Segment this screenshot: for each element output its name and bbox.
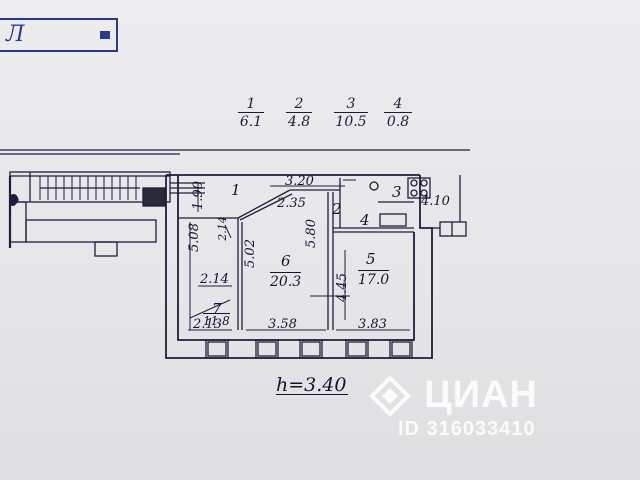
dimension-lines [188,179,410,331]
legend-room-area: 4.8 [287,114,311,130]
dim-2-13: 2.13 [193,317,222,332]
legend-item-1: 1 6.1 [238,96,264,131]
room-5-number: 5 [366,250,376,268]
stamp-mark [100,31,110,39]
stamp-box: Л [0,18,118,52]
room-7-area: 11.8 [203,313,230,328]
dim-3-20: 3.20 [285,174,314,189]
room-7-number: 7 [212,300,222,318]
legend-item-4: 4 0.8 [384,96,412,131]
legend-room-number: 2 [286,96,312,113]
interior-walls [178,175,467,330]
legend-room-area: 0.8 [386,114,410,130]
bottom-windows [205,339,413,359]
stairwell [8,171,171,257]
room-2-number: 2 [332,200,342,218]
legend-item-3: 3 10.5 [334,96,368,131]
dim-3-58: 3.58 [268,317,297,332]
dim-4-45: 4.45 [334,273,350,302]
legend-room-number: 3 [334,96,368,113]
dim-5-08: 5.08 [186,223,202,252]
dim-2-14-diagonal: 2.14 [215,216,229,241]
apartment-outer-walls [165,174,433,359]
ceiling-height-label: h=3.40 [276,374,349,396]
dim-3-83: 3.83 [358,317,387,332]
stamp-scrawl: Л [6,22,25,47]
dim-2-35: 2.35 [277,196,306,211]
legend-room-area: 10.5 [335,114,367,130]
room-1-number: 1 [231,181,241,199]
room-6-area: 20.3 [270,272,302,290]
cian-logo-icon [369,375,411,417]
dim-5-02: 5.02 [242,239,258,268]
legend-room-number: 4 [384,96,412,113]
dim-4-10: 4.10 [421,194,450,209]
room-5-area: 17.0 [358,270,390,288]
legend-item-2: 2 4.8 [286,96,312,131]
watermark-id: ID 316033410 [398,418,536,440]
room-4-number: 4 [360,211,370,229]
dim-5-80: 5.80 [303,219,319,248]
legend-room-number: 1 [238,96,264,113]
room-6-number: 6 [281,252,291,270]
watermark-brand: ЦИАН [424,374,538,416]
legend-room-area: 6.1 [239,114,263,130]
dim-2-14: 2.14 [200,272,229,287]
dim-1-90: 1.90 [190,181,206,210]
room-3-number: 3 [392,183,402,201]
